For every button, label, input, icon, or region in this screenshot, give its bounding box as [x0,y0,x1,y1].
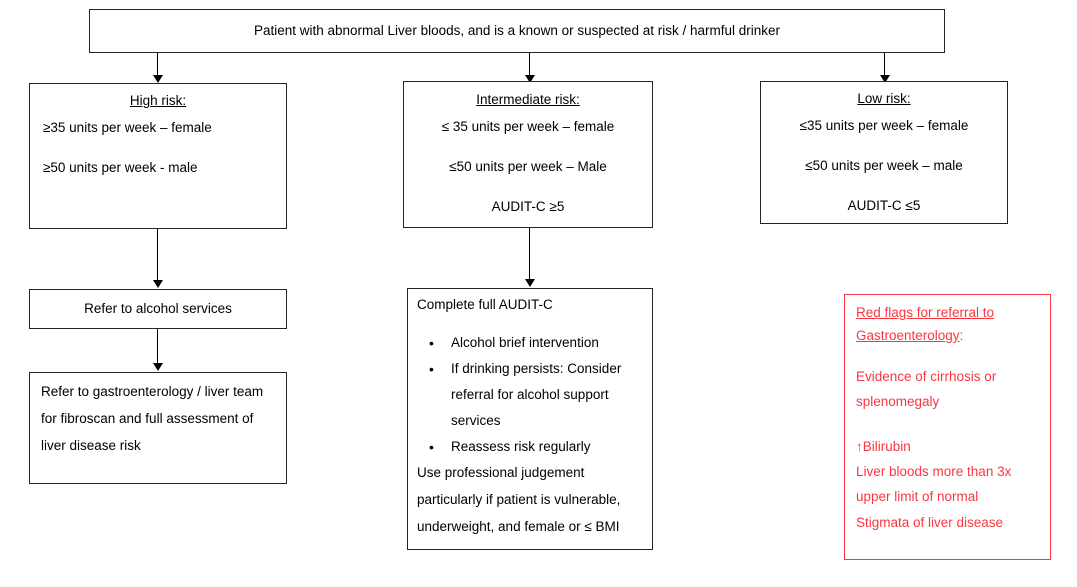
low-risk-title: Low risk: [857,91,911,106]
red-flags-title-line-2: Gastroenterology: [856,323,1046,349]
connector-header-to-intermediate-risk [529,53,531,77]
red-flag-item-3: Liver bloods more than 3x upper limit of… [856,464,1016,504]
low-risk-line-3: AUDIT-C ≤5 [847,198,921,213]
arrowhead-intermediate-to-auditc [525,279,535,287]
red-flag-item-1: Evidence of cirrhosis or splenomegaly [856,369,1001,409]
complete-auditc-title: Complete full AUDIT-C [417,297,553,312]
red-flags-title-line-1: Red flags for referral to [856,305,995,320]
red-flags-box [844,294,1051,560]
arrowhead-alcohol-services-to-gastro [153,363,163,371]
connector-alcohol-services-to-gastro [157,329,159,365]
red-flag-item-4: Stigmata of liver disease [856,515,1004,530]
intermediate-risk-line-3: AUDIT-C ≥5 [491,199,565,214]
high-risk-title: High risk: [129,93,187,108]
refer-alcohol-services-text: Refer to alcohol services [84,301,232,316]
red-flags-title-colon: : [959,328,964,343]
high-risk-box [29,83,287,229]
arrowhead-header-to-high-risk [153,75,163,83]
refer-gastroenterology-box [29,372,287,484]
connector-header-to-low-risk [884,53,886,77]
red-flag-item-2: ↑Bilirubin [856,439,911,454]
high-risk-line-2: ≥50 units per week - male [43,160,198,175]
auditc-bullet-list: Alcohol brief intervention If drinking p… [417,330,643,460]
intermediate-risk-line-1: ≤ 35 units per week – female [441,119,615,134]
list-item: Reassess risk regularly [417,434,643,460]
connector-high-risk-to-alcohol-services [157,229,159,281]
connector-header-to-high-risk [157,53,159,77]
red-flags-title-underlined-word: Gastroenterology [856,328,960,343]
list-item: Alcohol brief intervention [417,330,643,356]
intermediate-risk-line-2: ≤50 units per week – Male [449,159,607,174]
low-risk-box [760,81,1008,224]
intermediate-risk-box [403,81,653,228]
low-risk-line-1: ≤35 units per week – female [799,118,969,133]
arrowhead-header-to-intermediate-risk [525,75,535,83]
arrowhead-header-to-low-risk [880,75,890,83]
header-box [89,9,945,53]
refer-gastroenterology-text: Refer to gastroenterology / liver team f… [41,384,267,453]
auditc-footnote: Use professional judgement particularly … [417,465,625,534]
intermediate-risk-title: Intermediate risk: [476,92,580,107]
low-risk-line-2: ≤50 units per week – male [805,158,963,173]
arrowhead-high-risk-to-alcohol-services [153,280,163,288]
header-text: Patient with abnormal Liver bloods, and … [253,23,780,38]
high-risk-line-1: ≥35 units per week – female [43,120,212,135]
connector-intermediate-to-auditc [529,228,531,280]
list-item: If drinking persists: Consider referral … [417,356,643,434]
refer-alcohol-services-box [29,289,287,329]
